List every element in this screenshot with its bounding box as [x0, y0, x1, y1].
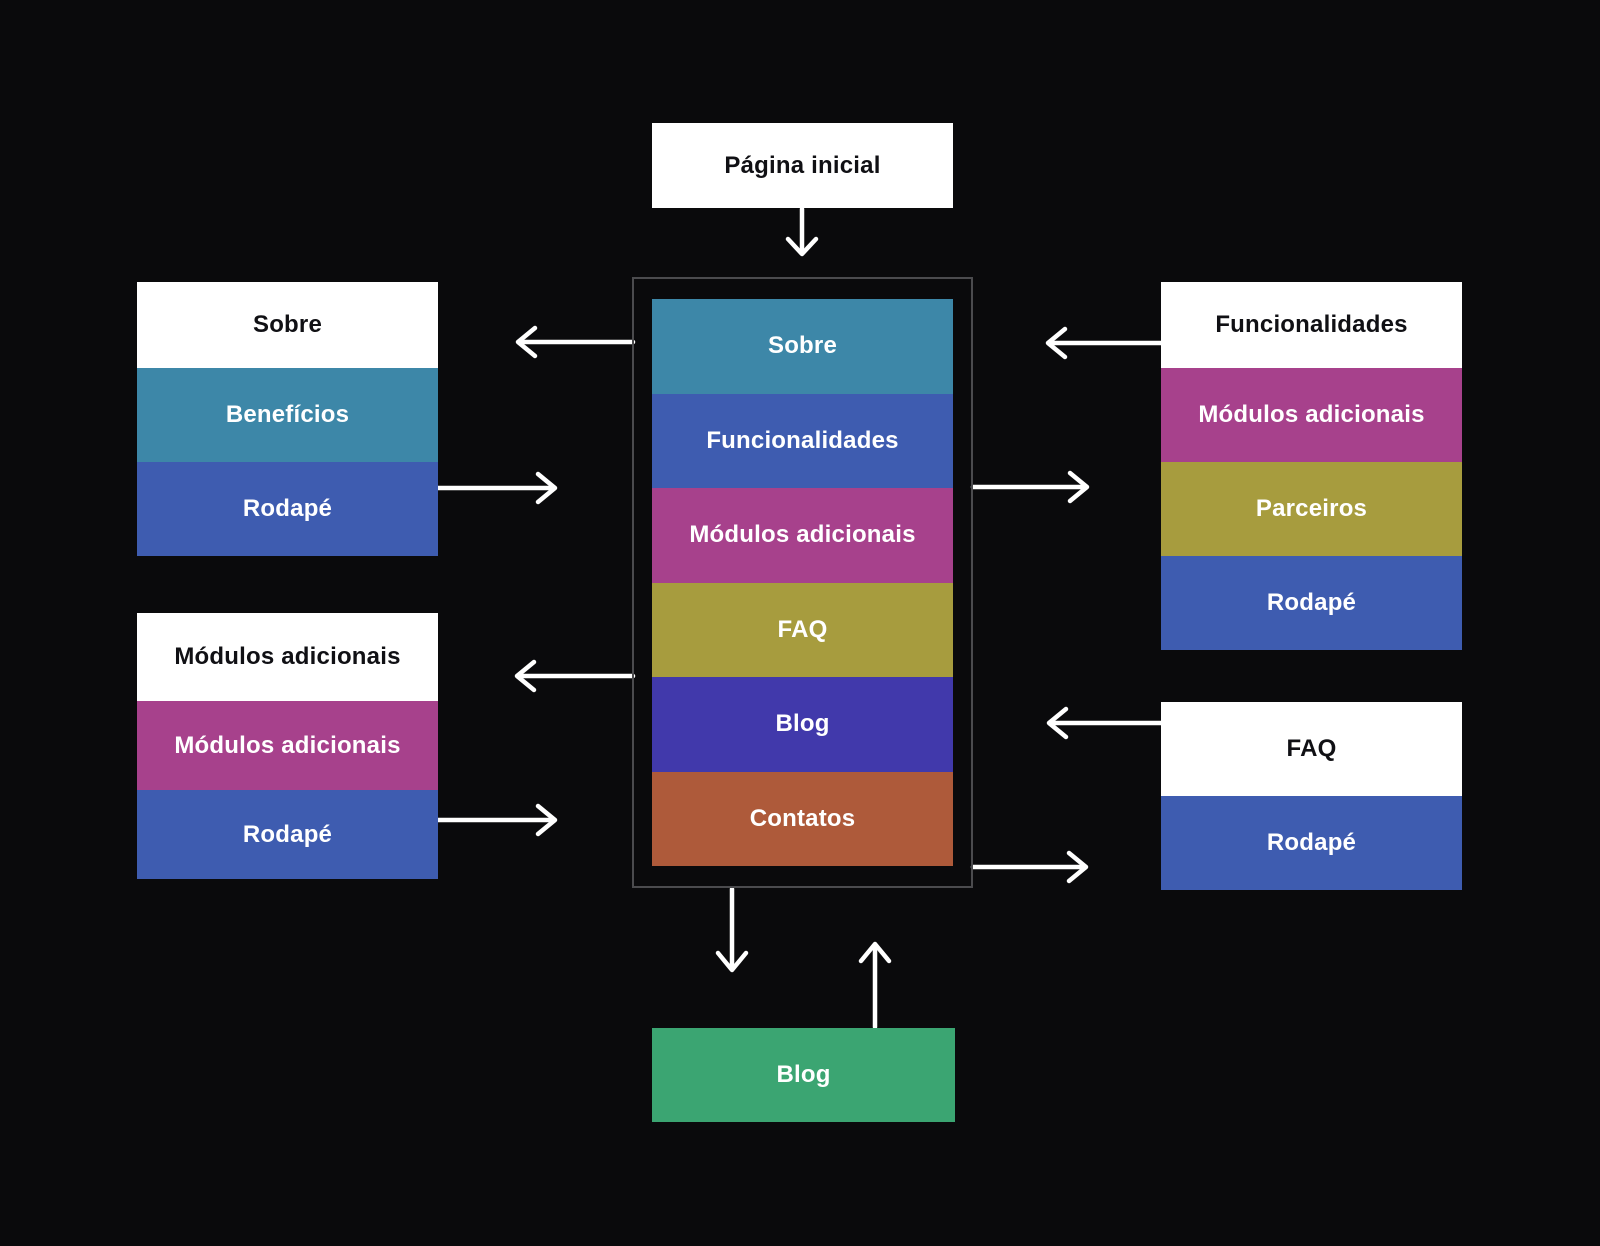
funcionalidades-page-row-rodape[interactable]: Rodapé: [1161, 556, 1462, 650]
arrow-home-to-sections: [785, 206, 819, 257]
section-row-faq[interactable]: FAQ: [652, 582, 953, 677]
modulos-page-title: Módulos adicionais: [137, 613, 438, 701]
node-blog-page[interactable]: Blog: [652, 1028, 955, 1122]
sobre-page-row-rodape[interactable]: Rodapé: [137, 462, 438, 556]
arrow-sections-to-faq-page: [970, 850, 1089, 884]
arrow-sections-to-funcionalidades-page: [970, 470, 1090, 504]
arrow-sobre-page-to-sections: [435, 471, 558, 505]
node-modulos-adicionais-page[interactable]: Módulos adicionais Módulos adicionais Ro…: [137, 613, 438, 879]
arrow-faq-page-to-sections: [1046, 706, 1164, 740]
faq-page-row-rodape[interactable]: Rodapé: [1161, 796, 1462, 890]
arrow-sections-to-modulos-page: [514, 659, 636, 693]
funcionalidades-page-title: Funcionalidades: [1161, 282, 1462, 368]
modulos-page-row-rodape[interactable]: Rodapé: [137, 790, 438, 879]
sobre-page-title: Sobre: [137, 282, 438, 368]
node-pagina-inicial[interactable]: Página inicial: [652, 123, 953, 208]
node-funcionalidades-page[interactable]: Funcionalidades Módulos adicionais Parce…: [1161, 282, 1462, 650]
homepage-sections-group[interactable]: Sobre Funcionalidades Módulos adicionais…: [632, 277, 973, 888]
arrow-sections-to-sobre-page: [515, 325, 636, 359]
section-row-blog[interactable]: Blog: [652, 677, 953, 772]
faq-page-title: FAQ: [1161, 702, 1462, 796]
section-row-funcionalidades[interactable]: Funcionalidades: [652, 393, 953, 488]
arrow-modulos-page-to-sections: [435, 803, 558, 837]
section-row-contatos[interactable]: Contatos: [652, 771, 953, 866]
sobre-page-row-beneficios[interactable]: Benefícios: [137, 368, 438, 462]
node-faq-page[interactable]: FAQ Rodapé: [1161, 702, 1462, 890]
section-row-modulos-adicionais[interactable]: Módulos adicionais: [652, 488, 953, 583]
section-row-sobre[interactable]: Sobre: [652, 299, 953, 394]
funcionalidades-page-row-modulos[interactable]: Módulos adicionais: [1161, 368, 1462, 462]
arrow-sections-to-blog-page: [715, 886, 749, 973]
modulos-page-row-modulos[interactable]: Módulos adicionais: [137, 701, 438, 790]
node-sobre-page[interactable]: Sobre Benefícios Rodapé: [137, 282, 438, 556]
arrow-funcionalidades-page-to-sections: [1045, 326, 1164, 360]
arrow-blog-page-to-sections: [858, 941, 892, 1030]
funcionalidades-page-row-parceiros[interactable]: Parceiros: [1161, 462, 1462, 556]
